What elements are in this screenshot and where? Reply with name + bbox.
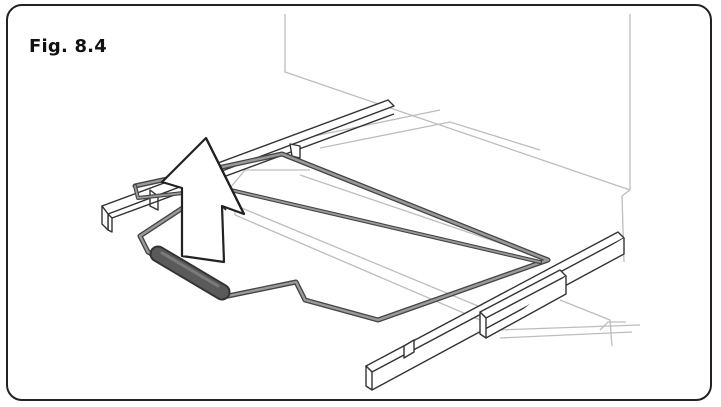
front-telescopic-runner xyxy=(365,231,625,391)
up-arrow-icon xyxy=(160,136,246,264)
back-telescopic-runner xyxy=(101,99,395,233)
rack-grip xyxy=(149,245,231,301)
oven-cavity xyxy=(229,14,641,347)
figure-label: Fig. 8.4 xyxy=(29,36,107,57)
